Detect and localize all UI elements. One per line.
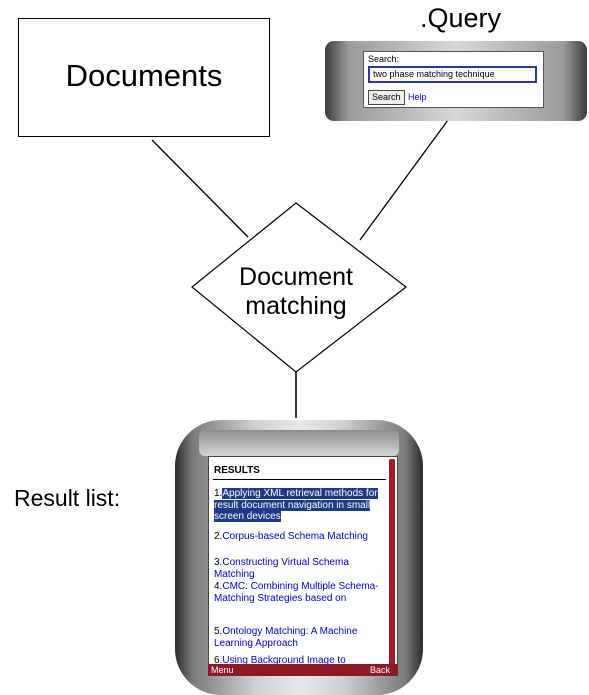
document-matching-line1: Document: [239, 263, 353, 291]
results-divider: [213, 479, 386, 480]
search-label: Search:: [368, 54, 400, 64]
result-item[interactable]: 6.Using Background Image to: [214, 655, 346, 664]
results-header: RESULTS: [214, 465, 260, 476]
document-matching-label: Document matching: [214, 263, 378, 321]
phone-softkey-bar: [208, 664, 398, 676]
result-item[interactable]: 3.Constructing Virtual Schema Matching: [214, 557, 349, 580]
documents-box: [18, 18, 270, 137]
document-matching-line2: matching: [245, 292, 347, 320]
result-item[interactable]: 4.CMC: Combining Multiple Schema-Matchin…: [214, 581, 379, 604]
back-softkey[interactable]: Back: [370, 665, 391, 675]
help-link[interactable]: Help: [408, 92, 427, 102]
search-input[interactable]: two phase matching technique: [368, 66, 537, 83]
menu-softkey[interactable]: Menu: [211, 665, 234, 675]
query-title: .Query: [420, 3, 502, 33]
search-button[interactable]: Search: [368, 90, 405, 105]
result-item[interactable]: 5.Ontology Matching: A Machine Learning …: [214, 626, 358, 649]
phone-top-bezel: [199, 430, 399, 456]
connector-query-to-matching: [359, 119, 449, 241]
results-scrollbar[interactable]: [389, 459, 395, 671]
documents-label: Documents: [65, 58, 223, 93]
result-item[interactable]: 1.Applying XML retrieval methods for res…: [214, 488, 378, 522]
connector-documents-to-matching: [151, 139, 249, 238]
result-item[interactable]: 2.Corpus-based Schema Matching: [214, 531, 368, 542]
result-list-label: Result list:: [14, 485, 121, 511]
